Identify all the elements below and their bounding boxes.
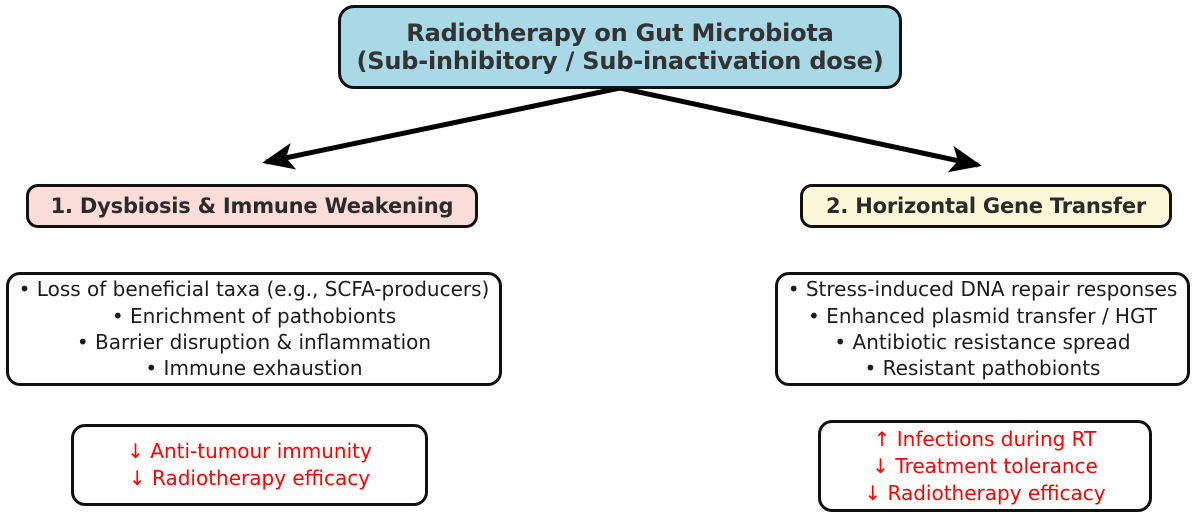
arrow-to-branch-1	[262, 85, 621, 170]
outcome-item: ↓ Radiotherapy efficacy	[128, 466, 371, 490]
bullet-item: • Immune exhaustion	[145, 356, 363, 381]
outcome-item: ↓ Radiotherapy efficacy	[864, 480, 1106, 505]
root-node-line-1: Radiotherapy on Gut Microbiota	[406, 18, 834, 47]
branch-1-bullet-box: • Loss of beneficial taxa (e.g., SCFA-pr…	[6, 272, 502, 386]
root-node-text: Radiotherapy on Gut Microbiota (Sub-inhi…	[356, 19, 883, 76]
branch-1-outcome-box: ↓ Anti-tumour immunity ↓ Radiotherapy ef…	[71, 424, 428, 506]
branch-2-header-hgt[interactable]: 2. Horizontal Gene Transfer	[800, 184, 1172, 228]
root-node-line-2: (Sub-inhibitory / Sub-inactivation dose)	[356, 47, 884, 75]
root-node-radiotherapy[interactable]: Radiotherapy on Gut Microbiota (Sub-inhi…	[338, 5, 902, 89]
bullet-item: • Barrier disruption & inflammation	[76, 330, 432, 354]
bullet-item: • Enrichment of pathobionts	[111, 303, 397, 328]
branch-2-header-label: 2. Horizontal Gene Transfer	[825, 194, 1147, 218]
arrow-to-branch-2	[619, 85, 982, 173]
outcome-item: ↑ Infections during RT	[873, 426, 1097, 451]
bullet-item: • Resistant pathobionts	[864, 356, 1101, 381]
branch-2-outcome-box: ↑ Infections during RT ↓ Treatment toler…	[818, 420, 1152, 512]
bullet-item: • Loss of beneficial taxa (e.g., SCFA-pr…	[18, 277, 490, 302]
bullet-item: • Antibiotic resistance spread	[834, 330, 1131, 354]
branch-1-header-label: 1. Dysbiosis & Immune Weakening	[50, 194, 454, 218]
branch-1-header-dysbiosis[interactable]: 1. Dysbiosis & Immune Weakening	[26, 184, 478, 228]
bullet-item: • Stress-induced DNA repair responses	[787, 277, 1178, 302]
bullet-item: • Enhanced plasmid transfer / HGT	[808, 303, 1157, 328]
outcome-item: ↓ Anti-tumour immunity	[127, 439, 372, 463]
branch-2-bullet-box: • Stress-induced DNA repair responses • …	[775, 272, 1190, 386]
outcome-item: ↓ Treatment tolerance	[872, 453, 1098, 478]
